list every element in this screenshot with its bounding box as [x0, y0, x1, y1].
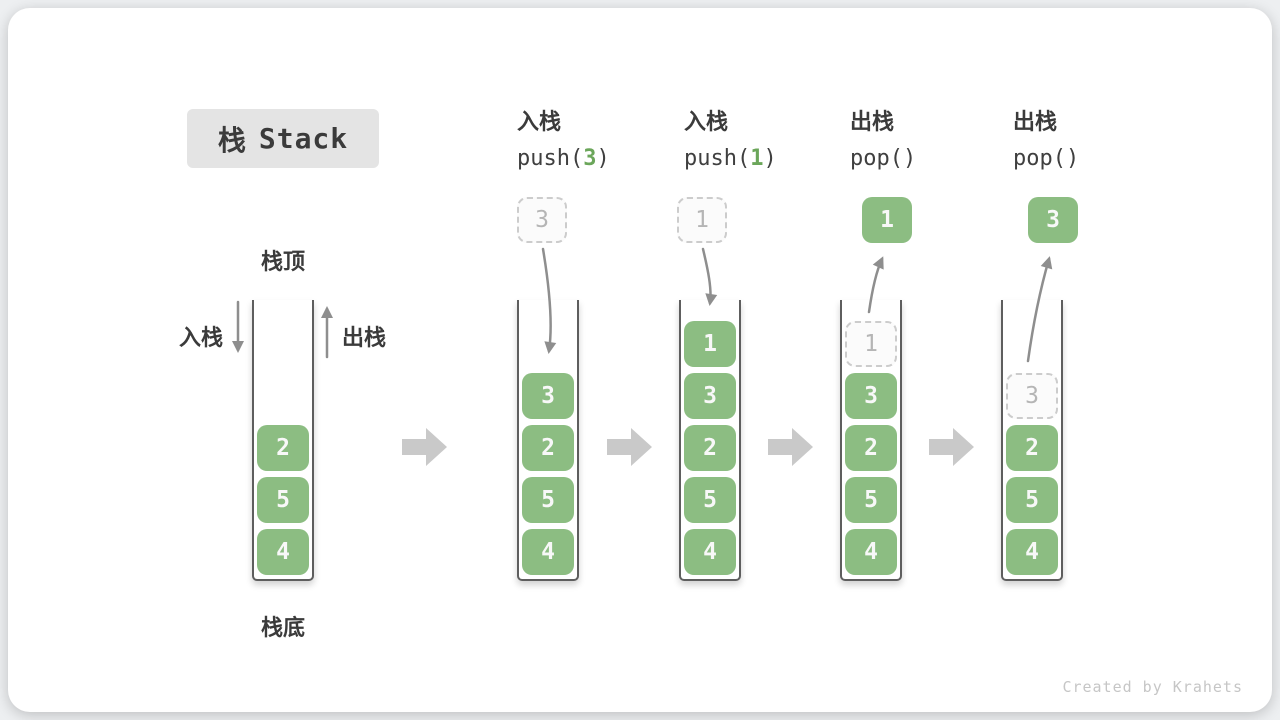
stack-cell: 4	[684, 529, 736, 575]
push-side-label: 入栈	[178, 325, 223, 350]
floating-value-box: 1	[677, 197, 727, 243]
stack-cell-dashed: 1	[845, 321, 897, 367]
stack-cell: 3	[522, 373, 574, 419]
operation-code: push(3)	[517, 146, 610, 171]
stack-cell: 2	[257, 425, 309, 471]
stack-cell: 4	[845, 529, 897, 575]
operation-arg: 3	[583, 146, 597, 171]
page-title: 栈 Stack	[187, 109, 379, 168]
stack-top-label: 栈顶	[260, 249, 305, 274]
operation-name: 出栈	[1013, 109, 1058, 134]
stack-cell-dashed: 3	[1006, 373, 1058, 419]
operation-name: 入栈	[684, 109, 729, 134]
stack-cell: 5	[684, 477, 736, 523]
floating-value-box: 3	[1028, 197, 1078, 243]
operation-code: pop()	[850, 146, 917, 171]
stack-cell: 5	[1006, 477, 1058, 523]
stack-container: 3 2 5 4	[517, 300, 579, 581]
pop-side-label: 出栈	[342, 325, 387, 350]
operation-label: 入栈 push(1)	[684, 104, 777, 171]
stack-container: 1 3 2 5 4	[840, 300, 902, 581]
stack-container: 3 2 5 4	[1001, 300, 1063, 581]
page-title-en: Stack	[258, 122, 349, 155]
stack-cell: 5	[522, 477, 574, 523]
operation-arg: 1	[750, 146, 764, 171]
stack-cell: 2	[684, 425, 736, 471]
stack-cell: 1	[684, 321, 736, 367]
stack-bottom-label: 栈底	[260, 615, 305, 640]
stack-container: 2 5 4	[252, 300, 314, 581]
floating-value-box: 1	[862, 197, 912, 243]
stack-cell: 5	[845, 477, 897, 523]
credit-text: Created by Krahets	[1062, 678, 1243, 696]
stack-container: 1 3 2 5 4	[679, 300, 741, 581]
operation-label: 出栈 pop()	[850, 104, 916, 171]
operation-name: 入栈	[517, 109, 562, 134]
operation-label: 出栈 pop()	[1013, 104, 1079, 171]
stack-cell: 2	[845, 425, 897, 471]
stack-cell: 2	[522, 425, 574, 471]
stack-cell: 4	[1006, 529, 1058, 575]
stack-cell: 4	[257, 529, 309, 575]
stack-cell: 3	[684, 373, 736, 419]
operation-label: 入栈 push(3)	[517, 104, 610, 171]
stack-cell: 5	[257, 477, 309, 523]
floating-value-box: 3	[517, 197, 567, 243]
operation-name: 出栈	[850, 109, 895, 134]
page-title-zh: 栈	[217, 124, 246, 156]
operation-code: pop()	[1013, 146, 1080, 171]
operation-code: push(1)	[684, 146, 777, 171]
stack-cell: 2	[1006, 425, 1058, 471]
stack-cell: 3	[845, 373, 897, 419]
stack-cell: 4	[522, 529, 574, 575]
